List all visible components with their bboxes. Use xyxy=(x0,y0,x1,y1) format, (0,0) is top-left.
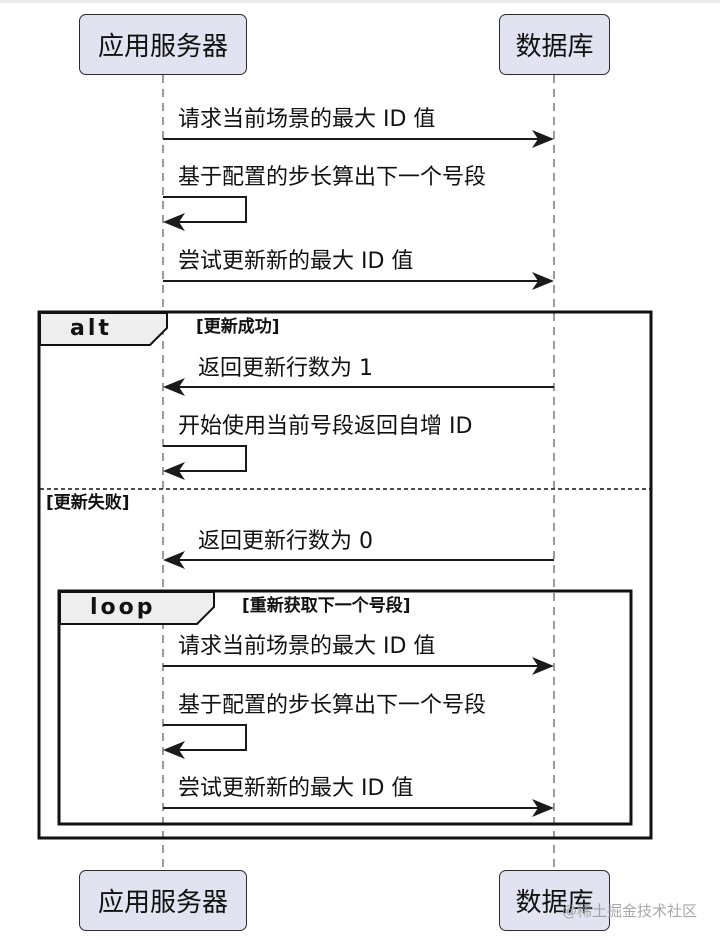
self-arrow-line xyxy=(163,724,247,751)
message-label: 请求当前场景的最大 ID 值 xyxy=(178,634,436,659)
watermark: @稀土掘金技术社区 xyxy=(562,902,698,920)
arrow-head xyxy=(163,213,185,231)
self-arrow-line xyxy=(163,196,247,223)
alt-label-tab xyxy=(39,312,168,346)
participant-app-bottom: 应用服务器 xyxy=(79,870,247,931)
top-border xyxy=(0,0,720,3)
loop-guard: [重新获取下一个号段] xyxy=(242,596,411,616)
arrow-head xyxy=(532,657,554,675)
participant-db-top: 数据库 xyxy=(499,14,610,75)
arrow-head xyxy=(163,741,185,759)
loop-frame xyxy=(57,589,633,826)
alt-guard-failure: [更新失败] xyxy=(46,493,130,513)
message-label: 基于配置的步长算出下一个号段 xyxy=(178,693,487,718)
loop-label-tab xyxy=(59,591,215,625)
message-label: 尝试更新新的最大 ID 值 xyxy=(178,249,414,274)
arrow-head xyxy=(163,462,185,480)
message-label: 尝试更新新的最大 ID 值 xyxy=(178,776,414,801)
message-label: 返回更新行数为 0 xyxy=(198,529,373,554)
message-label: 基于配置的步长算出下一个号段 xyxy=(178,165,487,190)
loop-keyword: loop xyxy=(90,595,156,620)
participant-app-top: 应用服务器 xyxy=(79,14,247,75)
arrow-head xyxy=(163,551,185,569)
self-arrow-line xyxy=(163,445,247,472)
participant-db-bottom: 数据库 xyxy=(499,870,610,931)
arrow-head xyxy=(532,272,554,290)
arrow-head xyxy=(163,378,185,396)
arrow-head xyxy=(532,799,554,817)
alt-keyword: alt xyxy=(70,316,112,341)
arrow-head xyxy=(532,130,554,148)
message-label: 请求当前场景的最大 ID 值 xyxy=(178,107,436,132)
alt-guard-success: [更新成功] xyxy=(196,317,280,337)
message-label: 返回更新行数为 1 xyxy=(198,356,373,381)
alt-frame xyxy=(37,310,653,840)
message-label: 开始使用当前号段返回自增 ID xyxy=(178,414,473,439)
